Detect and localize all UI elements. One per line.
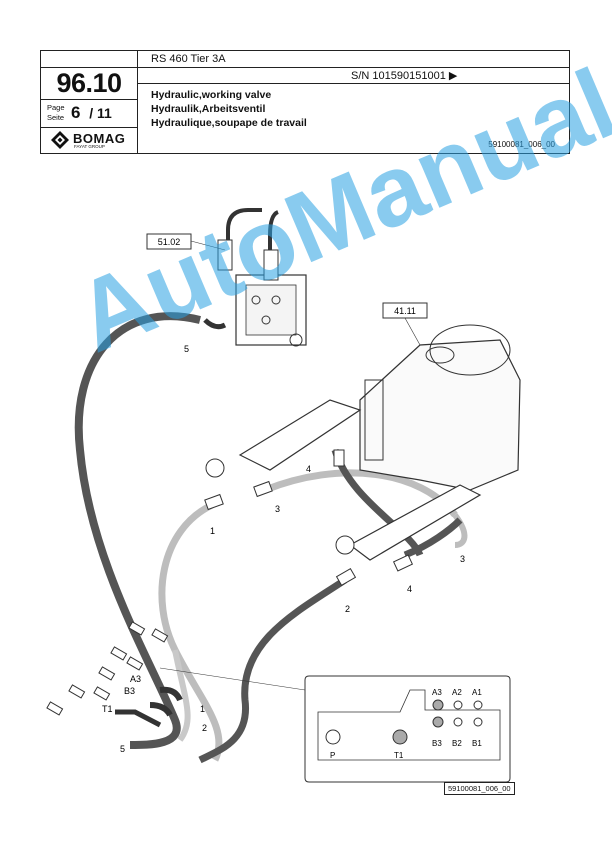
title-en: Hydraulic,working valve [151, 89, 272, 101]
divider [41, 99, 137, 100]
callout: 1 [200, 704, 205, 714]
divider [137, 67, 570, 68]
callout: B3 [124, 686, 135, 696]
page-number: 6 / 11 [71, 103, 112, 123]
page-label-en: Page [47, 103, 65, 112]
callout: A3 [130, 674, 141, 684]
callout: T1 [102, 704, 113, 714]
ref-valve-label: 51.02 [158, 237, 181, 247]
callout: 1 [210, 526, 215, 536]
fitting-cluster [46, 621, 183, 728]
divider [41, 127, 137, 128]
callout: 4 [407, 584, 412, 594]
port-label: A3 [432, 688, 442, 697]
callout: 2 [345, 604, 350, 614]
divider [41, 67, 137, 68]
title-block: RS 460 Tier 3A S/N 101590151001 ▶ Hydrau… [40, 50, 570, 154]
section-titles: Hydraulic,working valve Hydraulik,Arbeit… [151, 88, 307, 130]
cylinder-upper [238, 399, 362, 471]
doc-number: 59100081_006_00 [488, 140, 555, 149]
logo-name: BOMAG [73, 131, 126, 146]
title-fr: Hydraulique,soupape de travail [151, 117, 307, 129]
page-label: Page Seite [47, 103, 65, 123]
callout: 5 [184, 344, 189, 354]
serial-number: S/N 101590151001 ▶ [351, 70, 458, 82]
callout: 3 [460, 554, 465, 564]
divider [137, 51, 138, 153]
section-number: 96.10 [56, 68, 122, 98]
logo-diamond-icon [51, 131, 69, 149]
port-label: B2 [452, 739, 462, 748]
port-label-t1: T1 [394, 751, 404, 760]
working-valve [203, 208, 307, 347]
page-label-de: Seite [47, 113, 65, 122]
callout-labels: 5 4 1 3 2 4 3 A3 B3 T1 1 2 5 [102, 344, 465, 754]
port-label: B1 [472, 739, 482, 748]
bomag-logo: BOMAG FAYAT GROUP [51, 131, 125, 154]
model-name: RS 460 Tier 3A [151, 53, 226, 65]
divider [137, 83, 570, 84]
ref-box-valve [146, 233, 192, 250]
hydraulic-diagram: 51.02 41.11 5 4 1 3 2 4 [46, 208, 521, 783]
ref-axle-label: 41.11 [394, 306, 416, 316]
hose-5-line [74, 312, 201, 749]
callout: 2 [202, 723, 207, 733]
callout: 5 [120, 744, 125, 754]
port-label: A1 [472, 688, 482, 697]
hose-1-line [158, 501, 223, 762]
page-current: 6 [71, 103, 81, 122]
logo-sub: FAYAT GROUP [74, 144, 105, 149]
axle-assembly [205, 324, 521, 561]
hose-2-line [198, 577, 347, 764]
figure-number: 59100081_006_00 [444, 782, 515, 795]
cylinder-lower [348, 484, 482, 561]
page-total: / 11 [89, 105, 112, 121]
title-de: Hydraulik,Arbeitsventil [151, 103, 266, 115]
valve-port-panel: A3 A2 A1 B3 B2 B1 P T1 [304, 675, 511, 783]
callout: 3 [275, 504, 280, 514]
port-label: B3 [432, 739, 442, 748]
callout: 4 [306, 464, 311, 474]
port-label: A2 [452, 688, 462, 697]
port-label-p: P [330, 751, 335, 760]
